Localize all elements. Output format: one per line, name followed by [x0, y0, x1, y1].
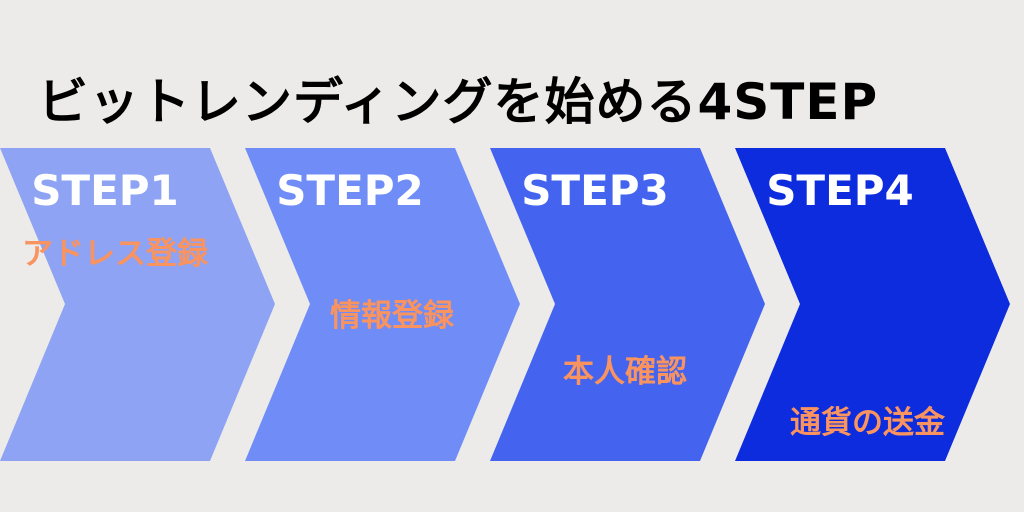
step-3-description: 本人確認	[563, 354, 687, 390]
step-1-label: STEP1	[31, 166, 179, 215]
step-2-description: 情報登録	[330, 298, 454, 334]
step-4-chevron: STEP4	[735, 148, 1010, 461]
step-1-description: アドレス登録	[22, 236, 208, 272]
step-4-description: 通貨の送金	[790, 405, 945, 441]
step-4-label: STEP4	[766, 166, 914, 215]
step-2-label: STEP2	[276, 166, 424, 215]
step-1-chevron: STEP1	[0, 148, 275, 461]
step-3-chevron: STEP3	[490, 148, 765, 461]
page-title: ビットレンディングを始める4STEP	[38, 73, 879, 131]
step-3-label: STEP3	[521, 166, 669, 215]
